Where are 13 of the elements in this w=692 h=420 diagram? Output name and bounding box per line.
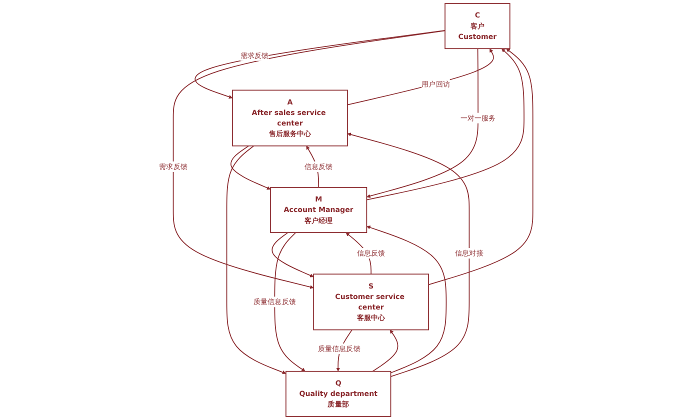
arrow [172,30,446,289]
arrow [230,145,271,190]
arrow [366,226,447,374]
arrow [366,48,524,200]
arrow [272,232,314,278]
arrow [274,232,306,372]
arrow [372,330,398,372]
arrow [226,145,286,374]
arrow [194,30,446,99]
arrow [347,132,470,377]
arrow [366,48,478,198]
arrow [347,48,494,106]
arrow [428,48,534,286]
